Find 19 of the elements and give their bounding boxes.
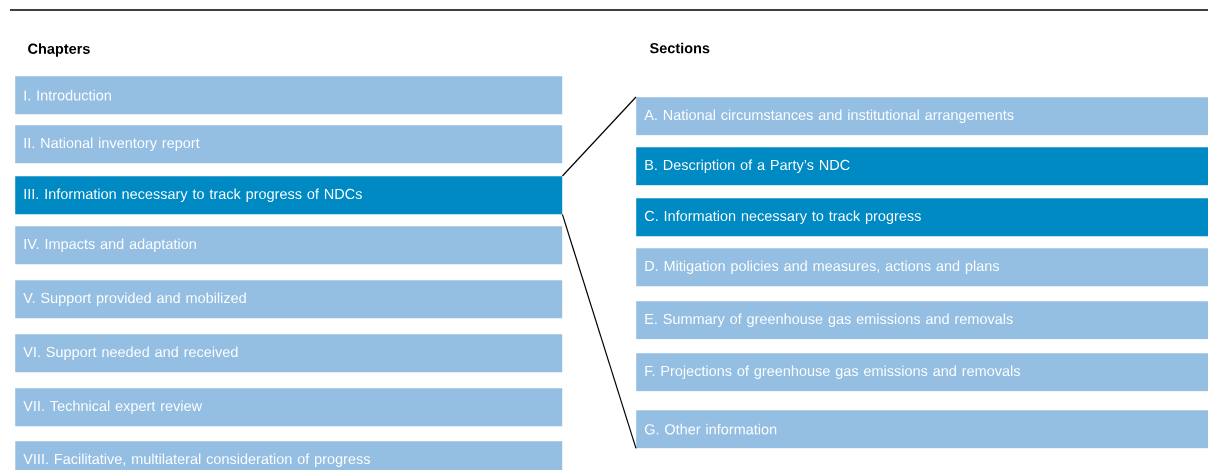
section-box: VII. Technical expert review — [15, 388, 563, 427]
connector-line — [561, 96, 637, 177]
section-box: C. Information necessary to track progress — [636, 198, 1208, 237]
connector-line — [561, 213, 637, 449]
section-box: B. Description of a Party’s NDC — [636, 147, 1208, 186]
column-heading: Sections — [649, 42, 710, 54]
section-box: IV. Impacts and adaptation — [15, 226, 563, 265]
section-box: VIII. Facilitative, multilateral consideration of progress — [15, 441, 563, 470]
section-box: G. Other information — [636, 410, 1208, 449]
column-heading: Chapters — [28, 43, 90, 57]
section-box: VI. Support needed and received — [15, 334, 563, 373]
section-box: V. Support provided and mobilized — [15, 280, 563, 319]
section-box: F. Projections of greenhouse gas emissions and removals — [636, 353, 1208, 392]
section-box: E. Summary of greenhouse gas emissions and removals — [636, 301, 1208, 340]
section-box: III. Information necessary to track progress of NDCs — [15, 176, 563, 215]
section-box: D. Mitigation policies and measures, actions and plans — [636, 248, 1208, 287]
section-box: A. National circumstances and institutional arrangements — [636, 97, 1208, 136]
section-box: II. National inventory report — [15, 125, 563, 164]
section-box: I. Introduction — [15, 76, 563, 115]
